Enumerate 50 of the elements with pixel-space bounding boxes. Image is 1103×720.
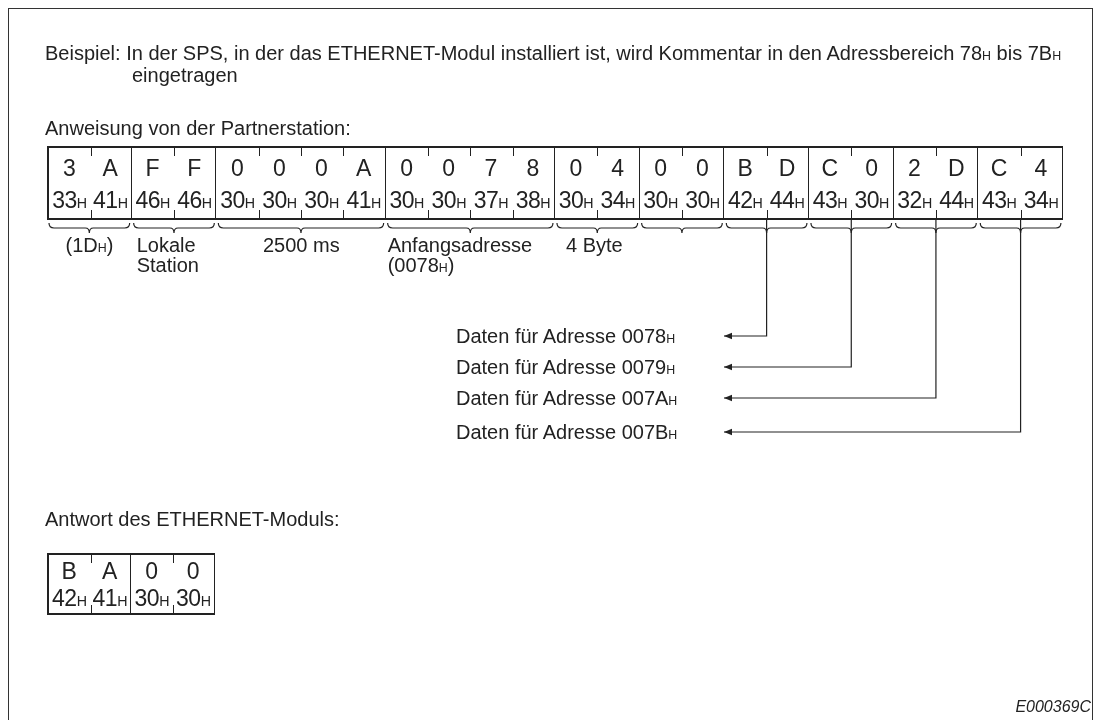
ascii-character: A (102, 560, 118, 583)
ascii-character: 2 (908, 157, 921, 180)
ascii-character: 0 (654, 157, 667, 180)
field-caption: Lokale Station (136, 235, 200, 275)
data-field (47, 553, 131, 615)
ascii-character: 0 (315, 157, 328, 180)
data-field (639, 146, 725, 220)
ascii-character: 0 (442, 157, 456, 180)
ascii-character: A (102, 157, 118, 180)
ascii-character: F (187, 157, 202, 180)
ascii-character: 7 (484, 157, 498, 180)
ascii-character: C (821, 157, 839, 180)
data-field (385, 146, 555, 220)
arrow (723, 219, 768, 340)
ascii-character: 4 (611, 157, 625, 180)
data-field (893, 146, 979, 220)
ascii-character: 0 (273, 157, 286, 180)
field-caption: 2500 ms (261, 235, 341, 255)
ascii-character: 0 (186, 560, 200, 583)
ascii-character: D (778, 157, 796, 180)
data-field (978, 146, 1063, 220)
ascii-character: 8 (526, 157, 540, 180)
ascii-character: 3 (63, 157, 76, 180)
section-heading: Antwort des ETHERNET-Moduls: (45, 508, 340, 530)
ascii-character: 0 (569, 157, 583, 180)
data-field (554, 146, 640, 220)
figure-number: E000369C (1015, 697, 1091, 717)
data-field (808, 146, 894, 220)
ascii-character: C (990, 157, 1008, 180)
data-field (131, 146, 217, 220)
arrow (723, 219, 852, 371)
ascii-character: 0 (230, 157, 244, 180)
data-field (131, 553, 215, 615)
ascii-character: 0 (145, 560, 159, 583)
section-heading: Anweisung von der Partnerstation: (45, 117, 351, 139)
ascii-character: 0 (865, 157, 879, 180)
data-field (216, 146, 386, 220)
ascii-character: 0 (400, 157, 414, 180)
ascii-character: 4 (1034, 157, 1048, 180)
arrow (723, 219, 1022, 436)
ascii-character: 0 (695, 157, 709, 180)
ascii-character: A (355, 157, 372, 180)
data-field (724, 146, 809, 220)
ascii-character: B (737, 157, 753, 180)
ascii-character: D (948, 157, 965, 180)
data-field (47, 146, 132, 220)
arrow (723, 219, 937, 402)
ascii-character: F (145, 157, 160, 180)
ascii-character: B (61, 560, 77, 583)
field-caption: 4 Byte (565, 235, 624, 255)
